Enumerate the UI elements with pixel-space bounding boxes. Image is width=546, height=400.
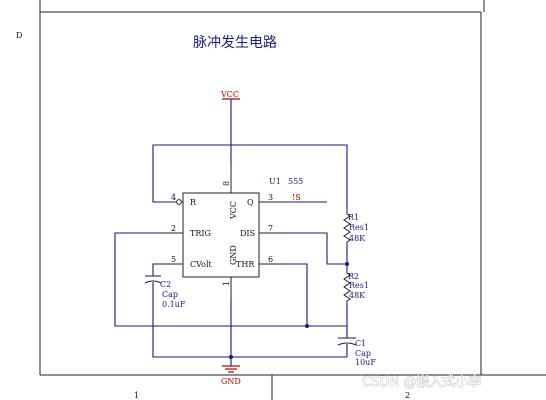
pin-number-6: 6 [268,255,273,264]
r2-value: 48K [349,291,366,300]
output-net-label: !S [292,193,301,202]
pin-name-q: Q [247,198,254,207]
c2-designator: C2 [160,280,171,289]
r2-type: Res1 [349,281,369,290]
pin-number-3: 3 [268,193,273,202]
capacitor-c2-symbol [144,275,162,284]
sheet-frame [39,0,546,400]
ic-555-body [182,192,260,278]
cvolt-wire [152,263,163,276]
pin-number-5: 5 [171,255,176,264]
diagram-title: 脉冲发生电路 [193,35,277,51]
pin-name-trig: TRIG [190,229,211,238]
ic-part-number: 555 [288,177,303,186]
vcc-port [222,98,240,145]
csdn-watermark: CSDN @嵌入式小李 [362,375,481,390]
resistor-r1-symbol [343,212,351,244]
c1-value: 10uF [355,358,376,367]
gnd-rail-wire [152,282,347,358]
pin-name-cvolt: CVolt [190,260,213,269]
pin-number-2: 2 [171,224,176,233]
gnd-junction [229,355,233,359]
thr-trig-junction [305,324,309,328]
reset-inverter-bubble [176,199,182,205]
gnd-label: GND [221,377,241,386]
vcc-label: VCC [220,90,239,99]
r2-designator: R2 [348,272,359,281]
thr-wire [285,263,308,326]
pin-number-8: 8 [222,181,231,186]
r1-type: Res1 [349,223,369,232]
zone-label-1: 1 [134,391,139,400]
c1-designator: C1 [355,339,366,348]
c2-type: Cap [162,290,178,299]
reset-wire [152,144,231,203]
pin-name-dis: DIS [240,229,255,238]
c2-value: 0.1uF [162,300,186,309]
ic-designator: U1 [269,177,281,186]
dis-wire [285,232,347,265]
pin-name-gnd: GND [229,245,238,265]
zone-label-d: D [16,31,22,40]
vcc-rail-wire [231,144,348,212]
gnd-symbol [222,365,240,373]
pin-name-r: R [190,198,197,207]
pin-name-thr: THR [236,260,255,269]
r1-value: 48K [349,234,366,243]
r1-designator: R1 [348,213,359,222]
resistor-r2-symbol [343,271,351,303]
pin-name-vcc: VCC [229,201,238,220]
c1-type: Cap [355,349,371,358]
pin-number-1: 1 [222,281,231,286]
pin-number-4: 4 [171,193,176,202]
pin-number-7: 7 [268,224,273,233]
zone-label-2: 2 [405,391,410,400]
capacitor-c1-symbol [337,337,357,357]
